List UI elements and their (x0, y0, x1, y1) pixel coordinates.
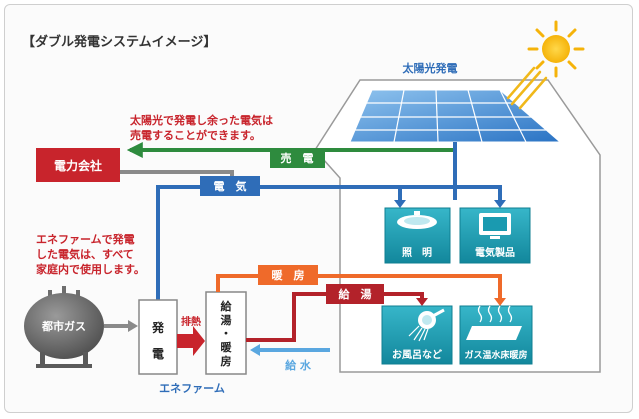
heating-arrow (494, 298, 506, 306)
city-gas-tank: 都市ガス (24, 286, 104, 368)
floor-heating-label: ガス温水床暖房 (464, 349, 527, 361)
hot-water-arrow (416, 298, 428, 306)
electronics-appliance: 電気製品 (459, 207, 531, 264)
sell-flow-label: 売 電 (281, 151, 314, 165)
electricity-lines (156, 142, 502, 318)
enefarm-label: エネファーム (159, 382, 225, 395)
city-gas-label: 都市ガス (41, 319, 86, 333)
shower-icon (408, 308, 445, 342)
generator-label-2: 電 (152, 347, 164, 361)
enefarm-note-line-1: エネファームで発電 (36, 232, 135, 246)
electricity-flow-box (200, 176, 260, 196)
solar-label: 太陽光発電 (402, 61, 458, 75)
hwh-label-1: 給 (221, 299, 233, 313)
sell-note: 太陽光で発電し余った電気は 売電することができます。 (129, 113, 277, 142)
solar-panel (349, 89, 562, 143)
water-supply-arrow (250, 344, 260, 356)
heating-flow-label: 暖 房 (272, 268, 305, 282)
sunbeam-icon (506, 66, 548, 110)
exhaust-heat-label: 排熱 (181, 315, 201, 328)
water-supply-label: 給 水 (285, 358, 312, 372)
tv-icon (479, 213, 511, 239)
hwh-label-3: ・ (221, 327, 232, 340)
lighting-arrow (394, 200, 406, 208)
hot-water-flow-label: 給 湯 (339, 287, 372, 301)
sun-icon (527, 20, 585, 78)
gas-supply-arrow (128, 320, 138, 332)
hwh-label-4: 暖 (221, 340, 233, 354)
sell-flow-box (270, 148, 325, 168)
exhaust-heat-arrow (177, 326, 205, 356)
hot-water-line (246, 292, 424, 342)
hot-water-heating-unit: 給 湯 ・ 暖 房 (205, 291, 247, 375)
enefarm-note: エネファームで発電 した電気は、すべて 家庭内で使用します。 (36, 232, 145, 276)
hwh-label-2: 湯 (221, 313, 232, 327)
enefarm-note-line-3: 家庭内で使用します。 (36, 262, 145, 276)
heating-line (216, 274, 502, 300)
enefarm-note-line-2: した電気は、すべて (36, 247, 134, 261)
diagram-title: 【ダブル発電システムイメージ】 (22, 34, 216, 50)
lighting-appliance: 照 明 (384, 207, 451, 264)
floor-heating-icon (466, 305, 522, 340)
generator-label-1: 発 (151, 320, 165, 335)
power-company-box (36, 148, 120, 182)
house-outline (314, 79, 601, 373)
bath-label: お風呂など (392, 348, 442, 361)
sell-note-line-1: 太陽光で発電し余った電気は (129, 113, 273, 127)
heating-flow-box (258, 265, 318, 285)
hwh-label-5: 房 (221, 354, 232, 368)
sell-note-line-2: 売電することができます。 (130, 128, 261, 142)
hot-water-flow-box (326, 284, 384, 304)
electronics-label: 電気製品 (475, 246, 515, 259)
ceiling-light-icon (397, 211, 437, 229)
floor-heating-appliance: ガス温水床暖房 (459, 305, 533, 365)
electricity-flow-label: 電 気 (214, 179, 247, 193)
lighting-label: 照 明 (402, 247, 432, 259)
electronics-arrow (494, 200, 506, 208)
generator-unit: 発 電 (138, 299, 178, 375)
power-company-label: 電力会社 (54, 158, 102, 173)
bath-appliance: お風呂など (381, 305, 453, 365)
